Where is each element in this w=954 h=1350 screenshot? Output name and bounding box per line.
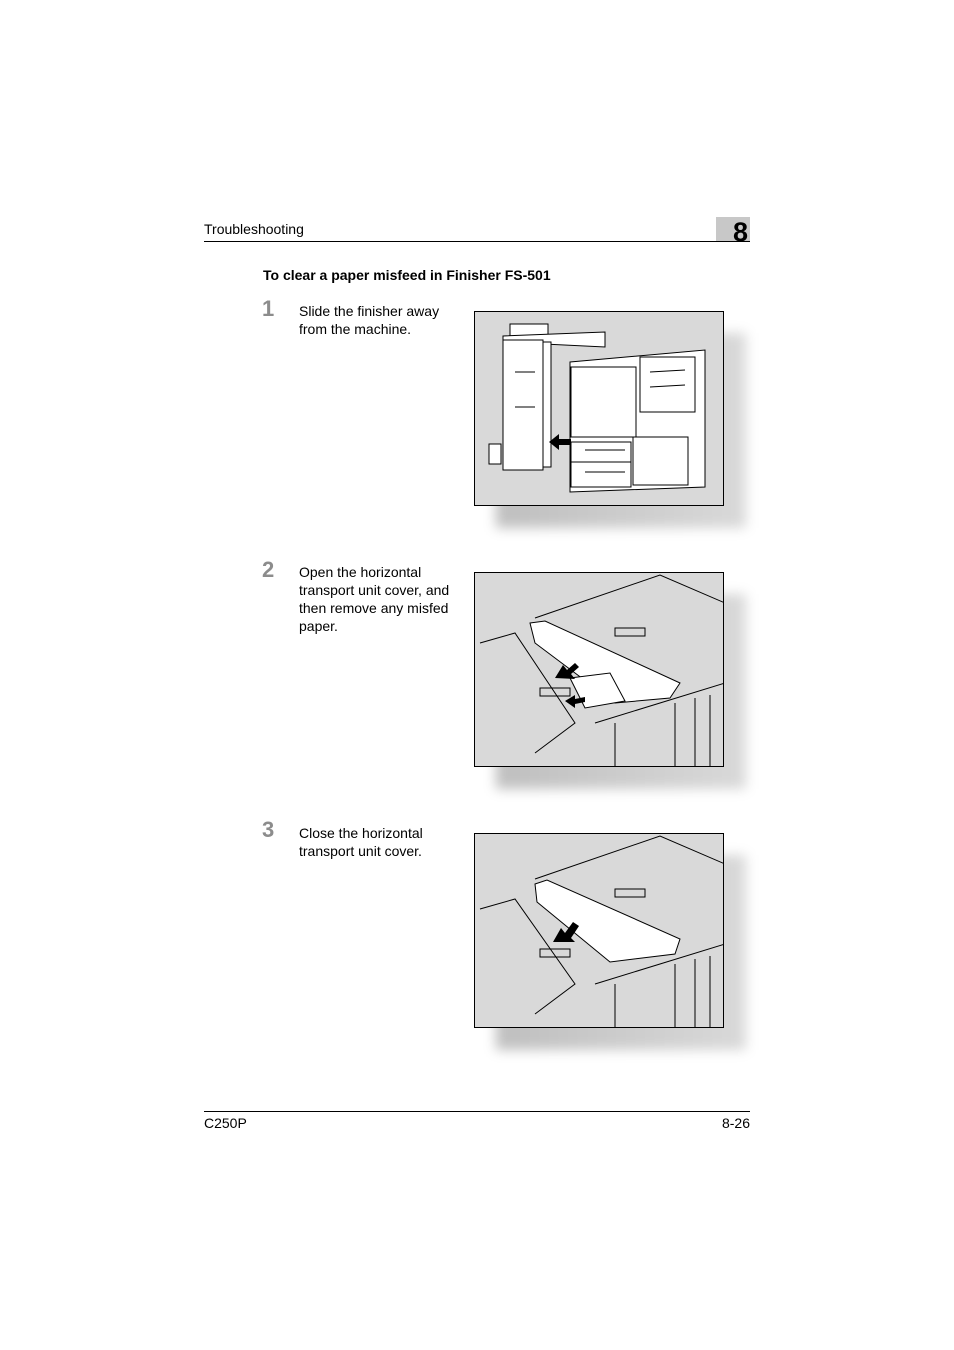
step-3-figure (474, 833, 746, 1050)
section-title: To clear a paper misfeed in Finisher FS-… (263, 267, 551, 283)
step-3-text: Close the horizontal transport unit cove… (299, 825, 423, 859)
step-3-number: 3 (262, 817, 275, 842)
step-1-text: Slide the finisher away from the machine… (299, 303, 440, 337)
step-1-number: 1 (262, 296, 275, 321)
close-cover-arrow-icon (553, 922, 579, 942)
transport-cover-close-drawing (479, 835, 723, 1027)
footer-page-number: 8-26 (721, 1115, 750, 1131)
open-cover-arrow-icon (565, 695, 585, 708)
header-title: Troubleshooting (204, 221, 304, 237)
slide-arrow-icon (549, 434, 571, 450)
step-1-figure (474, 311, 746, 528)
finisher-machine-drawing (488, 323, 706, 493)
transport-cover-open-drawing (479, 574, 723, 766)
step-2-figure (474, 572, 746, 789)
chapter-number-badge: 8 (716, 217, 750, 247)
remove-paper-arrow-icon (555, 663, 579, 679)
transport-cover-close-illustration (474, 833, 724, 1028)
transport-cover-open-illustration (474, 572, 724, 767)
finisher-slide-illustration (474, 311, 724, 506)
header-divider (204, 241, 750, 242)
footer-model: C250P (204, 1115, 247, 1131)
footer-divider (204, 1111, 750, 1112)
step-2-number: 2 (262, 557, 275, 582)
step-2-text: Open the horizontal transport unit cover… (299, 564, 450, 634)
